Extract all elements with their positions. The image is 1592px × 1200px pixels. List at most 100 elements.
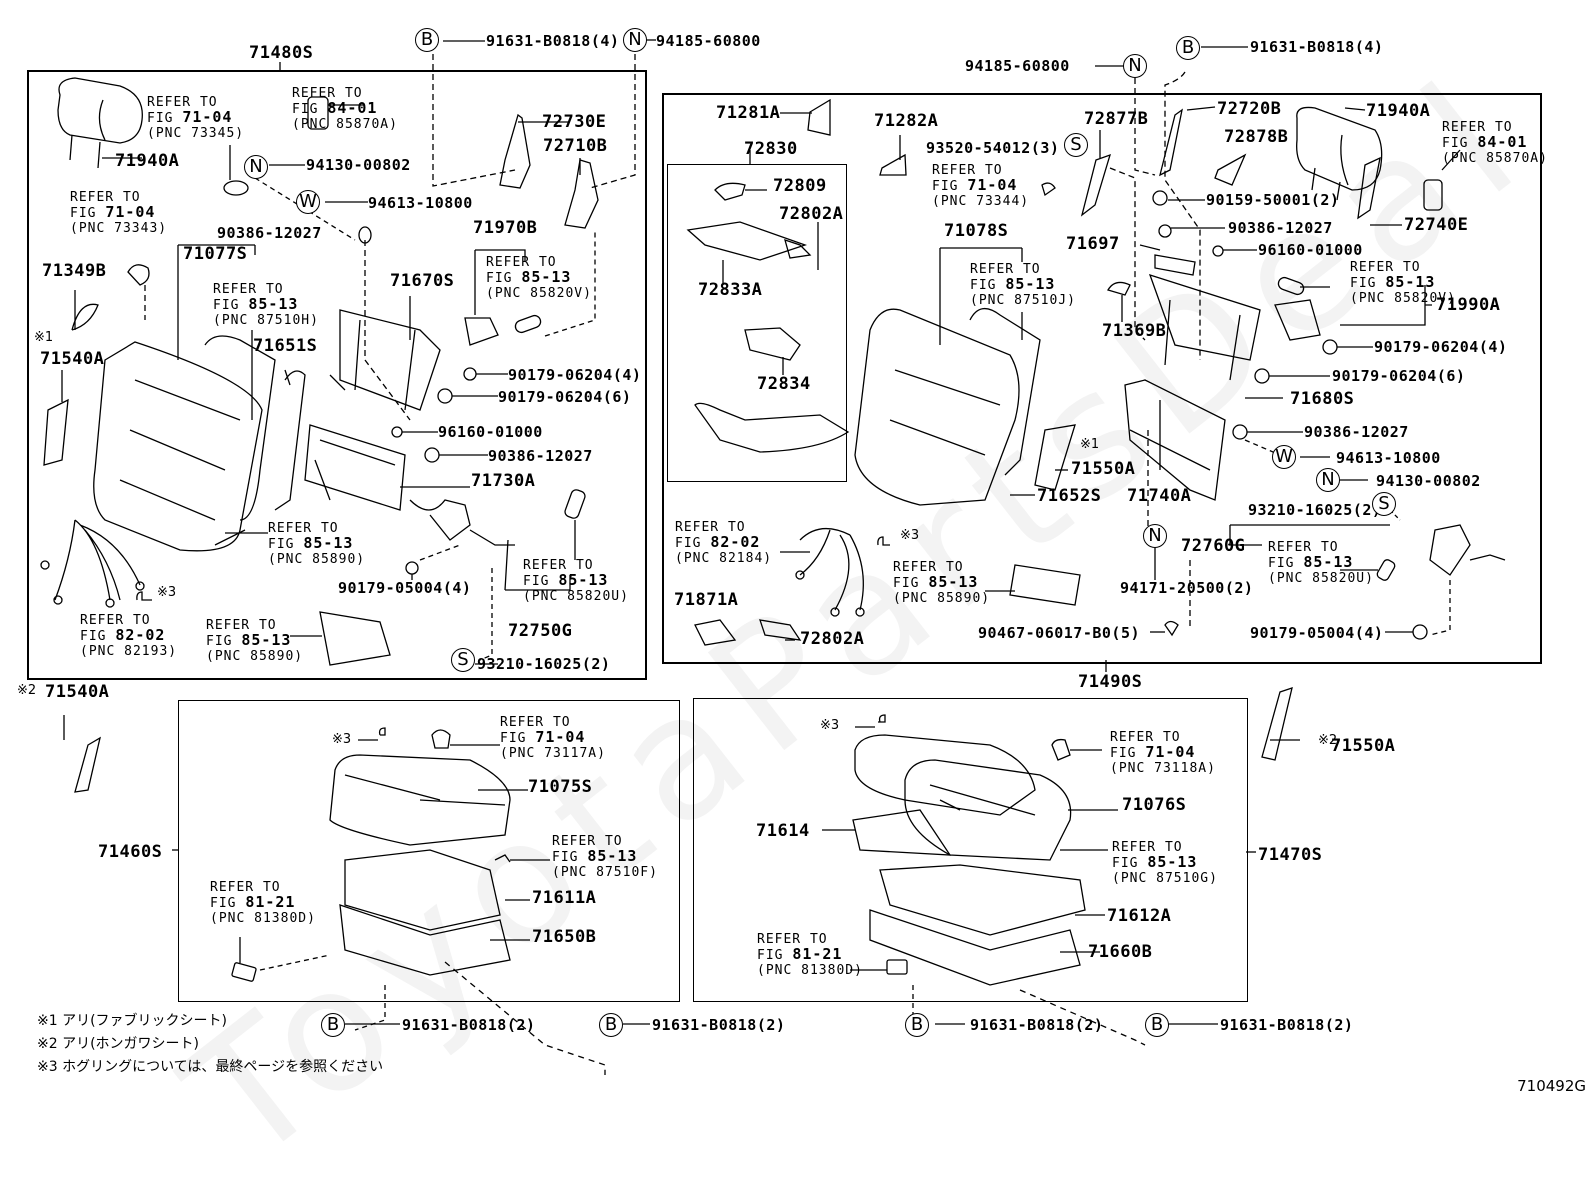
part-number-91631-b0818-2-a[interactable]: 91631-B0818(2)	[402, 1016, 536, 1034]
part-label-71349b[interactable]: 71349B	[42, 261, 107, 281]
part-label-71730a[interactable]: 71730A	[471, 471, 536, 491]
part-number-90159-50001-2[interactable]: 90159-50001(2)	[1206, 191, 1340, 209]
part-number-90386-12027-right-b[interactable]: 90386-12027	[1304, 423, 1409, 441]
part-label-71871a[interactable]: 71871A	[674, 590, 739, 610]
part-number-90179-06204-4[interactable]: 90179-06204(4)	[508, 366, 642, 384]
part-label-72802a[interactable]: 72802A	[779, 204, 844, 224]
part-label-71670s[interactable]: 71670S	[390, 271, 455, 291]
part-number-90179-06204-6[interactable]: 90179-06204(6)	[498, 388, 632, 406]
part-label-71540a-ext[interactable]: 71540A	[45, 682, 110, 702]
part-label-71282a[interactable]: 71282A	[874, 111, 939, 131]
part-label-71740a[interactable]: 71740A	[1127, 486, 1192, 506]
part-number-94130-00802-right[interactable]: 94130-00802	[1376, 472, 1481, 490]
part-number-90386-12027-b[interactable]: 90386-12027	[488, 447, 593, 465]
part-number-91631-b0818-4-right[interactable]: 91631-B0818(4)	[1250, 38, 1384, 56]
part-number-94613-10800[interactable]: 94613-10800	[368, 194, 473, 212]
part-label-72809[interactable]: 72809	[773, 176, 827, 196]
part-number-94613-10800-right[interactable]: 94613-10800	[1336, 449, 1441, 467]
part-number-90467-06017-b0-5[interactable]: 90467-06017-B0(5)	[978, 624, 1141, 642]
part-label-72833a[interactable]: 72833A	[698, 280, 763, 300]
part-label-71650b[interactable]: 71650B	[532, 927, 597, 947]
part-label-71550a-ext[interactable]: 71550A	[1331, 736, 1396, 756]
part-number-90179-05004-4-right[interactable]: 90179-05004(4)	[1250, 624, 1384, 642]
part-label-71077s[interactable]: 71077S	[183, 244, 248, 264]
part-label-72877b[interactable]: 72877B	[1084, 109, 1149, 129]
part-number-90179-06204-4-right[interactable]: 90179-06204(4)	[1374, 338, 1508, 356]
part-label-71369b[interactable]: 71369B	[1102, 321, 1167, 341]
part-label-71614[interactable]: 71614	[756, 821, 810, 841]
part-number-91631-b0818-4[interactable]: 91631-B0818(4)	[486, 32, 620, 50]
part-label-71940a-right[interactable]: 71940A	[1366, 101, 1431, 121]
part-label-72830[interactable]: 72830	[744, 139, 798, 159]
part-number-90179-06204-6-right[interactable]: 90179-06204(6)	[1332, 367, 1466, 385]
part-label-71281a[interactable]: 71281A	[716, 103, 781, 123]
assembly-label-71470s[interactable]: 71470S	[1258, 845, 1323, 865]
part-number-90386-12027[interactable]: 90386-12027	[217, 224, 322, 242]
part-label-72710b[interactable]: 72710B	[543, 136, 608, 156]
assembly-label-71490s[interactable]: 71490S	[1078, 672, 1143, 692]
assembly-label-71480s[interactable]: 71480S	[249, 43, 314, 63]
part-label-71970b[interactable]: 71970B	[473, 218, 538, 238]
diagram-line-art	[40, 39, 1506, 1075]
part-label-71660b[interactable]: 71660B	[1088, 942, 1153, 962]
part-label-71076s[interactable]: 71076S	[1122, 795, 1187, 815]
part-label-71652s[interactable]: 71652S	[1037, 486, 1102, 506]
part-label-72750g[interactable]: 72750G	[508, 621, 573, 641]
part-label-72720b[interactable]: 72720B	[1217, 99, 1282, 119]
part-label-72802a-bottom[interactable]: 72802A	[800, 629, 865, 649]
part-label-71540a[interactable]: 71540A	[40, 349, 105, 369]
part-number-94185-60800-right[interactable]: 94185-60800	[965, 57, 1070, 75]
part-label-71940a[interactable]: 71940A	[115, 151, 180, 171]
part-label-71078s[interactable]: 71078S	[944, 221, 1009, 241]
part-label-71990a[interactable]: 71990A	[1436, 295, 1501, 315]
part-label-71550a[interactable]: 71550A	[1071, 459, 1136, 479]
part-label-72730e[interactable]: 72730E	[542, 112, 607, 132]
part-number-94185-60800[interactable]: 94185-60800	[656, 32, 761, 50]
part-label-71612a[interactable]: 71612A	[1107, 906, 1172, 926]
part-number-96160-01000[interactable]: 96160-01000	[438, 423, 543, 441]
part-number-94171-20500-2[interactable]: 94171-20500(2)	[1120, 579, 1254, 597]
part-label-71651s[interactable]: 71651S	[253, 336, 318, 356]
part-label-72740e[interactable]: 72740E	[1404, 215, 1469, 235]
part-label-71697[interactable]: 71697	[1066, 234, 1120, 254]
part-number-91631-b0818-2-b[interactable]: 91631-B0818(2)	[652, 1016, 786, 1034]
part-label-71611a[interactable]: 71611A	[532, 888, 597, 908]
part-label-72760g[interactable]: 72760G	[1181, 536, 1246, 556]
part-label-72878b[interactable]: 72878B	[1224, 127, 1289, 147]
part-number-90179-05004-4[interactable]: 90179-05004(4)	[338, 579, 472, 597]
part-number-91631-b0818-2-c[interactable]: 91631-B0818(2)	[970, 1016, 1104, 1034]
assembly-label-71460s[interactable]: 71460S	[98, 842, 163, 862]
part-number-93520-54012-3[interactable]: 93520-54012(3)	[926, 139, 1060, 157]
part-number-93210-16025-2[interactable]: 93210-16025(2)	[477, 655, 611, 673]
part-number-96160-01000-right[interactable]: 96160-01000	[1258, 241, 1363, 259]
part-label-72834[interactable]: 72834	[757, 374, 811, 394]
part-number-94130-00802[interactable]: 94130-00802	[306, 156, 411, 174]
part-number-90386-12027-right[interactable]: 90386-12027	[1228, 219, 1333, 237]
part-label-71680s[interactable]: 71680S	[1290, 389, 1355, 409]
part-label-71075s[interactable]: 71075S	[528, 777, 593, 797]
part-number-91631-b0818-2-d[interactable]: 91631-B0818(2)	[1220, 1016, 1354, 1034]
part-number-93210-16025-2-right[interactable]: 93210-16025(2)	[1248, 501, 1382, 519]
